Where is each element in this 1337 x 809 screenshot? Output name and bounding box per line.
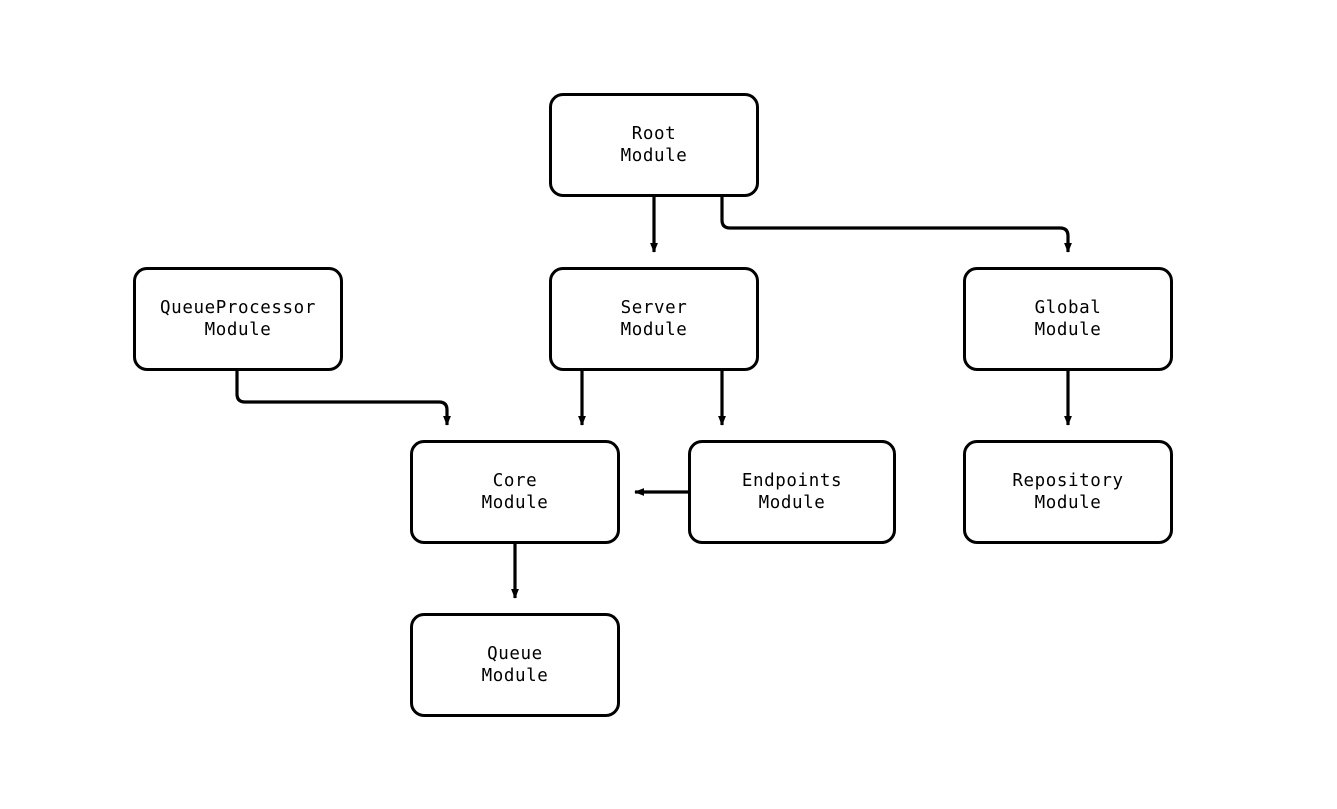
node-label: Endpoints Module [741,471,843,513]
node-label: Repository Module [1012,471,1124,513]
node-label: Core Module [481,471,549,513]
edge-queueprocessor-to-core [235,371,451,426]
edge-root-to-global [720,197,1072,253]
node-repository-module[interactable]: Repository Module [963,440,1173,544]
node-label: Root Module [620,124,688,166]
node-queueprocessor-module[interactable]: QueueProcessor Module [133,267,343,371]
node-root-module[interactable]: Root Module [549,93,759,197]
node-global-module[interactable]: Global Module [963,267,1173,371]
node-label: Global Module [1034,298,1102,340]
node-label: Queue Module [481,644,549,686]
node-core-module[interactable]: Core Module [410,440,620,544]
node-label: QueueProcessor Module [160,298,316,340]
node-queue-module[interactable]: Queue Module [410,613,620,717]
node-label: Server Module [620,298,688,340]
node-endpoints-module[interactable]: Endpoints Module [688,440,896,544]
node-server-module[interactable]: Server Module [549,267,759,371]
